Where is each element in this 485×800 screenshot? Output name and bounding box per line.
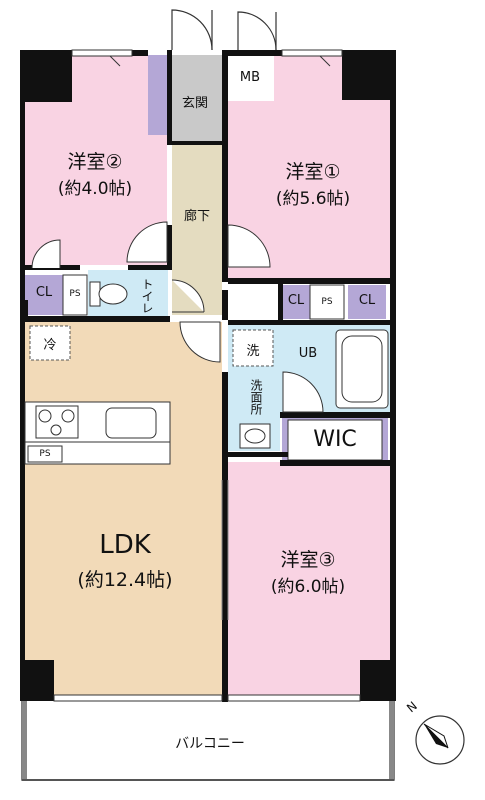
room-western-3-name: 洋室③ [280,549,336,571]
room-western-3-size: (約6.0帖) [270,577,346,597]
windows [53,49,361,702]
room-western-2-name: 洋室② [67,151,123,173]
washer-space [232,329,274,367]
closet-right-label: CL [358,293,376,308]
ps-mid [309,284,345,320]
wic-label: WIC [313,427,357,452]
fridge-space [29,325,71,361]
kitchen-sink [105,407,157,439]
entrance-area [167,55,222,143]
stove-burner [38,409,52,423]
room-western-1-name: 洋室① [285,161,341,183]
balcony [21,699,395,781]
stove-burner [61,409,75,423]
room-western-2-size: (約4.0帖) [57,179,133,199]
closet-mid-label: CL [287,293,305,308]
bathtub [335,329,389,409]
stove-burner [50,424,62,436]
closet-mid [282,285,310,319]
washer-label: 洗 [246,344,260,359]
closet-left [25,275,63,315]
unit-bath-label: UB [298,346,318,361]
toilet-fixture [89,281,128,307]
hallway-label: 廊下 [183,209,210,224]
room-ldk-size: (約12.4帖) [77,569,173,591]
mb-label: MB [239,70,261,85]
entrance-doors [171,9,277,51]
shoe-closet [148,55,167,135]
interior-doors [31,221,324,620]
kitchen-counter [24,401,171,465]
balcony-label: バルコニー [175,736,245,752]
room-western-1-size: (約5.6帖) [275,189,351,209]
north-arrow [415,715,465,765]
ps-left [62,274,88,316]
entrance-label: 玄関 [181,96,208,111]
mb-area [226,55,274,101]
room-ldk-name: LDK [99,530,151,560]
room-ldk [24,322,222,698]
fridge-label: 冷 [43,338,57,353]
closet-left-label: CL [35,285,53,300]
ps-mid-label: PS [321,297,333,307]
closet-right [348,285,386,319]
hallway-area [172,143,222,315]
washbasin [239,423,271,449]
room-western-3 [228,462,394,698]
ps-kitchen-label: PS [39,449,51,459]
washroom-label: 洗面所 [249,379,263,415]
ps-left-label: PS [69,289,81,299]
toilet-label: トイレ [140,278,154,314]
